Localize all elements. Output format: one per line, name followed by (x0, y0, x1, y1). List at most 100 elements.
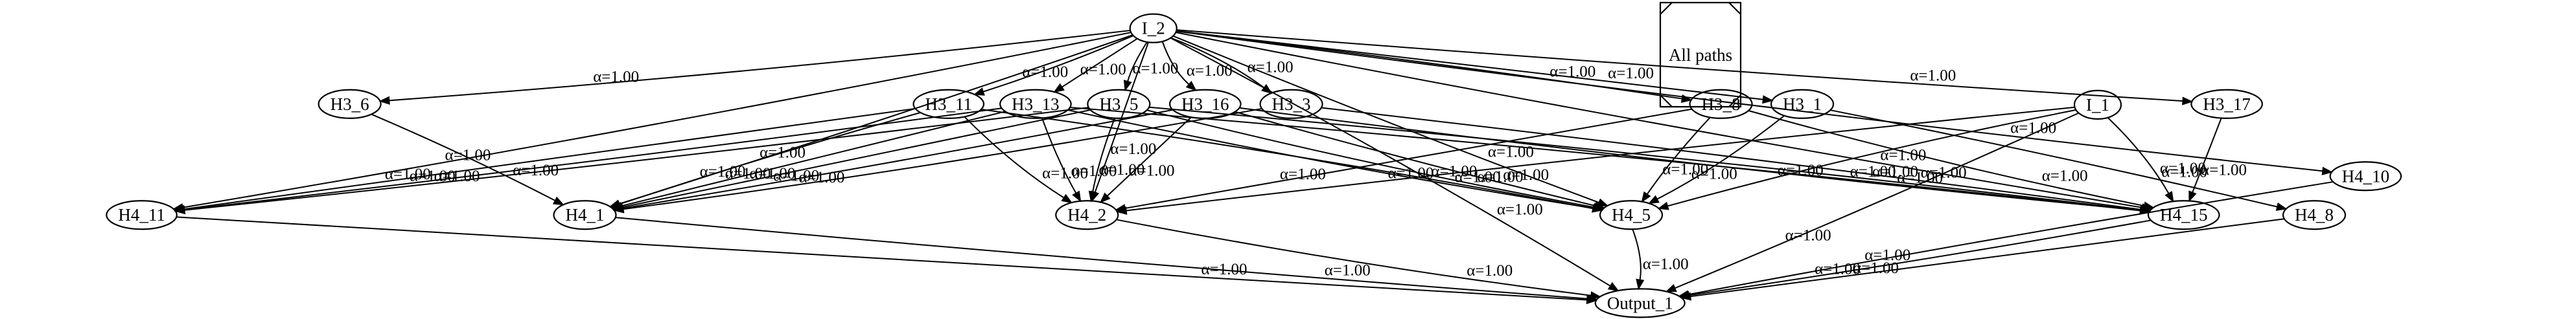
node-ellipse-h4-8 (2282, 200, 2347, 230)
edge-h3-13-to-h4-15 (1070, 106, 2141, 212)
edge-label-h4-5-to-output-1: α=1.00 (1643, 256, 1689, 273)
edge-h3-6-to-h4-1 (371, 113, 556, 201)
node-h3-1: H3_1 (1770, 89, 1835, 119)
edge-label-i-2-to-h3-16: α=1.00 (1187, 62, 1233, 80)
node-ellipse-h4-1 (553, 200, 617, 230)
arrowhead-h3-11-to-h4-2 (1061, 193, 1073, 204)
legend-corner-tr (1728, 2, 1741, 15)
edge-label-i-2-to-h3-1: α=1.00 (1608, 65, 1654, 82)
edge-h3-13-to-h4-11 (184, 107, 1002, 211)
edge-h4-15-to-output-1 (1688, 219, 2152, 296)
edge-label-h3-5-to-h4-1: α=1.00 (749, 165, 795, 182)
node-ellipse-h3-11 (912, 89, 985, 119)
edge-h3-16-to-h4-5 (1235, 111, 1595, 207)
legend-all-paths: All paths (1659, 1, 1742, 108)
edge-label-h4-1-to-output-1: α=1.00 (1325, 262, 1371, 280)
node-ellipse-h4-10 (2329, 161, 2402, 192)
node-ellipse-h3-6 (318, 89, 382, 119)
node-h3-8: H3_8 (1689, 89, 1753, 119)
edge-label-h3-11-to-h4-1: α=1.00 (700, 163, 746, 181)
node-label-h3-13: H3_13 (1012, 94, 1060, 114)
edge-h3-5-to-h4-5 (1146, 109, 1595, 208)
arrowhead-i-2-to-h3-17 (2182, 96, 2194, 105)
arrowhead-i-2-to-h3-11 (973, 87, 985, 96)
node-ellipse-h3-17 (2190, 89, 2263, 119)
node-label-h4-15: H4_15 (2160, 205, 2208, 225)
edge-h3-8-to-h4-2 (1124, 108, 1692, 209)
node-label-i-2: I_2 (1142, 19, 1165, 38)
legend-label: All paths (1669, 45, 1732, 65)
edge-label-i-2-to-h3-8: α=1.00 (1549, 63, 1595, 80)
legend-corner-br (1728, 94, 1741, 107)
node-label-h4-11: H4_11 (118, 205, 165, 225)
edge-label-h3-11-to-h4-5: α=1.00 (1431, 162, 1477, 180)
edge-label-h3-13-to-h4-2: α=1.00 (1071, 162, 1117, 180)
edge-label-h4-10-to-output-1: α=1.00 (1864, 247, 1910, 264)
edge-h3-13-to-h4-5 (1067, 109, 1594, 209)
node-label-h3-17: H3_17 (2203, 94, 2251, 114)
edge-i-2-to-h4-11 (182, 32, 1131, 208)
edge-label-h3-11-to-h4-2: α=1.00 (1042, 165, 1088, 182)
node-h4-10: H4_10 (2329, 161, 2402, 192)
node-h3-13: H3_13 (999, 89, 1072, 119)
arrowhead-i-2-to-h3-5 (1123, 80, 1132, 92)
edge-i-2-to-h3-16 (1161, 41, 1190, 85)
edge-h3-1-to-h4-5 (1656, 115, 1785, 200)
edge-h3-11-to-h4-11 (183, 107, 916, 210)
arrowhead-h3-8-to-h4-5 (1641, 191, 1651, 203)
edge-label-i-2-to-h3-6: α=1.00 (593, 69, 639, 86)
node-label-i-1: I_1 (2086, 95, 2109, 115)
edge-h3-16-to-h4-2 (1106, 116, 1192, 197)
node-ellipse-h4-2 (1055, 200, 1119, 230)
edge-label-h4-8-to-output-1: α=1.00 (1853, 259, 1899, 277)
edge-label-h3-13-to-h4-11: α=1.00 (410, 168, 456, 185)
edge-h3-3-to-h4-15 (1321, 107, 2141, 210)
arrowhead-i-2-to-h3-13 (1053, 83, 1065, 93)
node-label-h4-10: H4_10 (2342, 166, 2390, 186)
arrowhead-h3-8-to-h4-15 (2142, 201, 2155, 210)
node-h4-8: H4_8 (2282, 200, 2347, 230)
edge-i-2-to-h3-13 (1062, 38, 1138, 88)
edge-h3-5-to-h4-2 (1092, 118, 1116, 192)
edge-i-2-to-output-1 (1170, 37, 1611, 287)
edge-h3-13-to-h4-2 (1041, 118, 1077, 194)
node-h3-16: H3_16 (1168, 89, 1242, 119)
arrowhead-h3-6-to-h4-1 (552, 196, 564, 206)
edge-label-i-2-to-h4-15: α=1.00 (1880, 146, 1926, 164)
arrowhead-h3-17-to-h4-15 (2188, 190, 2197, 203)
arrowhead-i-2-to-h3-6 (378, 96, 390, 105)
node-label-h4-1: H4_1 (565, 205, 604, 225)
edge-label-h3-16-to-h4-5: α=1.00 (1503, 166, 1549, 184)
legend-box (1659, 1, 1742, 108)
edge-label-h3-3-to-h4-1: α=1.00 (798, 169, 844, 186)
node-ellipse-i-1 (2073, 89, 2122, 120)
edge-label-h3-1-to-h4-5: α=1.00 (1691, 165, 1737, 182)
edge-label-h3-3-to-h4-15: α=1.00 (1921, 164, 1967, 182)
legend-corner-bl (1660, 94, 1673, 107)
arrowhead-h3-13-to-h4-2 (1072, 190, 1082, 203)
arrowhead-i-2-to-h4-5 (1597, 198, 1609, 206)
node-ellipse-h3-13 (999, 89, 1072, 119)
edge-label-i-2-to-h3-3: α=1.00 (1247, 59, 1294, 76)
node-label-h4-2: H4_2 (1067, 205, 1106, 225)
node-h3-17: H3_17 (2190, 89, 2263, 119)
edge-i-1-to-h4-15 (2107, 117, 2170, 194)
edge-i-2-to-h3-6 (389, 30, 1131, 102)
arrowhead-h3-5-to-h4-11 (174, 206, 186, 215)
edge-i-2-to-h3-11 (982, 35, 1134, 93)
edge-label-h3-5-to-h4-2: α=1.00 (1098, 161, 1144, 179)
arrowhead-i-2-to-output-1 (1607, 281, 1619, 292)
edge-label-h4-11-to-output-1: α=1.00 (1201, 261, 1247, 278)
edge-h4-11-to-output-1 (176, 216, 1587, 301)
edge-h3-16-to-h4-1 (622, 109, 1173, 209)
edge-h3-5-to-h4-1 (621, 109, 1091, 208)
edge-label-h3-5-to-h4-15: α=1.00 (1872, 163, 1918, 181)
node-label-h3-16: H3_16 (1181, 94, 1229, 114)
edge-label-h3-16-to-h4-1: α=1.00 (773, 167, 819, 184)
edge-h3-3-to-h4-1 (623, 107, 1262, 210)
node-ellipse-h3-16 (1168, 89, 1242, 119)
edge-label-i-2-to-h3-5: α=1.00 (1132, 60, 1178, 77)
